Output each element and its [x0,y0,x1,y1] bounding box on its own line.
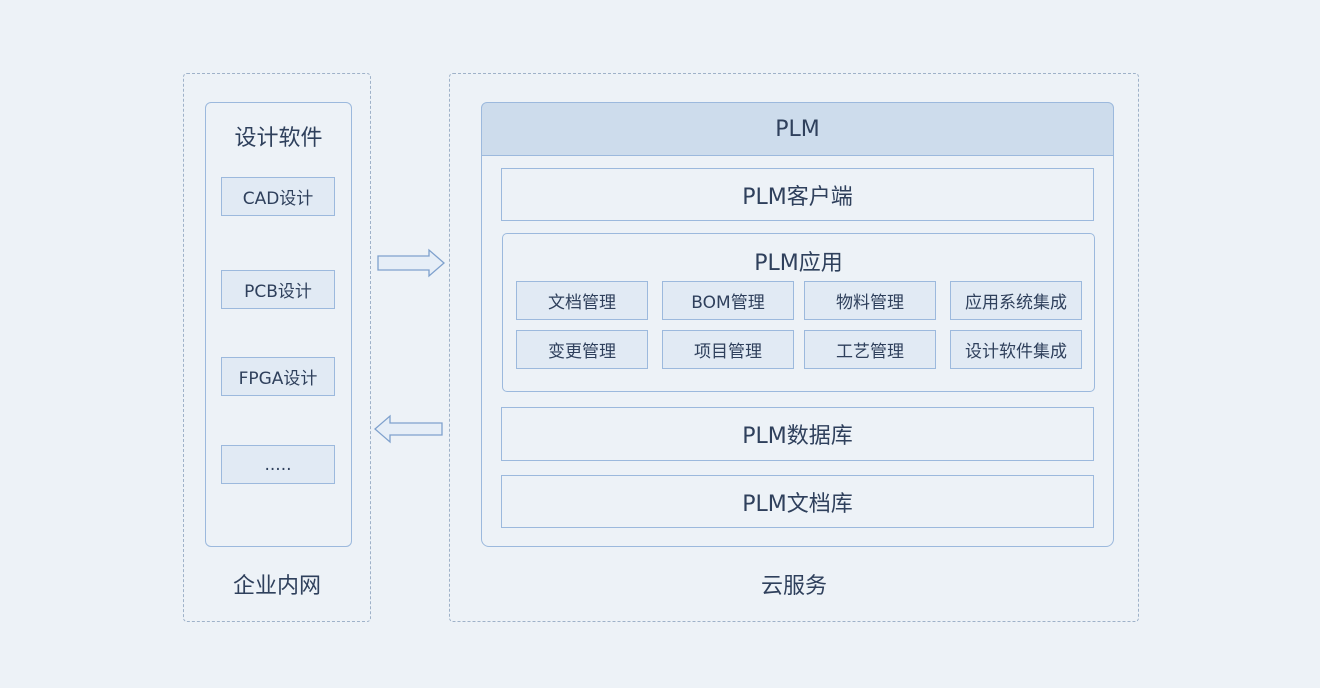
cad-design-box: CAD设计 [221,177,335,216]
intranet-group [183,73,371,622]
design-software-title: 设计软件 [234,126,323,151]
plm-app-title: PLM应用 [754,251,843,276]
module-material-mgmt: 物料管理 [804,281,936,320]
module-project-mgmt: 项目管理 [662,330,794,369]
module-doc-mgmt: 文档管理 [516,281,648,320]
module-design-sw-integration: 设计软件集成 [950,330,1082,369]
plm-database-bar: PLM数据库 [501,407,1094,461]
plm-client-bar: PLM客户端 [501,168,1094,221]
pcb-design-box: PCB设计 [221,270,335,309]
fpga-design-box: FPGA设计 [221,357,335,396]
module-change-mgmt: 变更管理 [516,330,648,369]
plm-header: PLM [481,102,1114,156]
intranet-label: 企业内网 [232,574,321,599]
module-bom-mgmt: BOM管理 [662,281,794,320]
arrow-left-icon [374,414,443,444]
more-items-box: ..... [221,445,335,484]
cloud-service-group [449,73,1139,622]
module-process-mgmt: 工艺管理 [804,330,936,369]
cloud-service-label: 云服务 [760,574,827,599]
module-app-integration: 应用系统集成 [950,281,1082,320]
arrow-right-icon [377,248,445,278]
plm-doc-library-bar: PLM文档库 [501,475,1094,528]
